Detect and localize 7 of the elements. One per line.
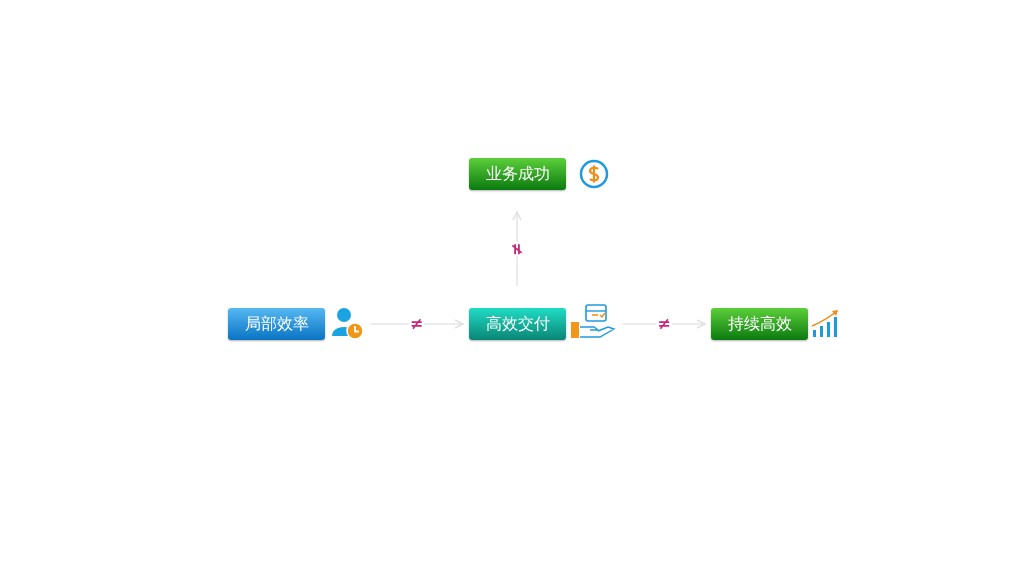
label-box: 业务成功 (469, 158, 566, 190)
edge-label: ≠ (510, 241, 524, 257)
edge-label: ≠ (408, 317, 425, 331)
label-box: 高效交付 (469, 308, 566, 340)
label-box: 持续高效 (711, 308, 808, 340)
label-box: 局部效率 (228, 308, 325, 340)
edge-label: ≠ (656, 317, 672, 331)
